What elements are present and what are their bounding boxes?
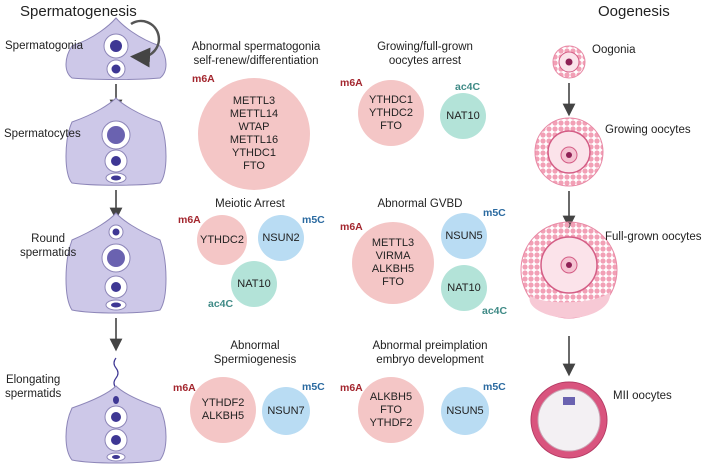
panel3-m6a-circle: YTHDC2 [197,215,247,265]
panel3-title: Meiotic Arrest [215,198,285,210]
panel5-title: Abnormal Spermiogenesis [213,340,297,366]
panel6-m5c-tag: m5C [483,381,506,393]
panel3-m6a-tag: m6A [178,214,201,226]
elongating-spermatids-cell [65,357,167,464]
stage-label-mii-oocytes: MII oocytes [613,390,672,402]
panel4-m6a-tag: m6A [340,221,363,233]
stage-label-spermatogonia: Spermatogonia [5,40,83,52]
panel4-m6a-circle: METTL3 VIRMA ALKBH5 FTO [352,222,434,304]
panel2-m6a-tag: m6A [340,77,363,89]
panel1-title: Abnormal spermatogonia self-renew/differ… [191,41,321,67]
stage-label-elongating-spermatids: Elongating spermatids [5,374,62,400]
full-grown-oocytes-cell [520,221,618,319]
stage-label-oogonia: Oogonia [592,44,636,56]
stage-label-spermatocytes: Spermatocytes [4,128,81,140]
panel4-m5c-tag: m5C [483,207,506,219]
panel4-ac4c-tag: ac4C [482,305,508,317]
panel2-ac4c-tag: ac4C [455,81,481,93]
panel5-m6a-circle: YTHDF2 ALKBH5 [190,377,256,443]
panel3-m5c-circle: NSUN2 [258,215,304,261]
stage-label-full-grown-oocytes: Full-grown oocytes [605,231,702,243]
oogenesis-header: Oogenesis [598,3,670,20]
panel1-m6a-tag: m6A [192,73,215,85]
panel4-m5c-circle: NSUN5 [441,213,487,259]
panel6-title: Abnormal preimplation embryo development [372,340,488,366]
panel2-m6a-circle: YTHDC1 YTHDC2 FTO [358,80,424,146]
panel2-title: Growing/full-grown oocytes arrest [377,41,473,67]
panel5-m5c-tag: m5C [302,381,325,393]
panel3-ac4c-tag: ac4C [208,298,234,310]
panel6-m6a-tag: m6A [340,382,363,394]
panel2-ac4c-circle: NAT10 [440,93,486,139]
oogonia-cell [552,45,586,79]
panel5-m6a-tag: m6A [173,382,196,394]
stage-label-round-spermatids: Round spermatids [20,233,77,259]
panel3-ac4c-circle: NAT10 [231,261,277,307]
stage-label-growing-oocytes: Growing oocytes [605,124,691,136]
panel1-m6a-circle: METTL3 METTL14 WTAP METTL16 YTHDC1 FTO [198,78,310,190]
panel3-m5c-tag: m5C [302,214,325,226]
panel4-title: Abnormal GVBD [377,198,463,210]
growing-oocytes-cell [534,117,604,187]
panel5-m5c-circle: NSUN7 [262,387,310,435]
mii-oocytes-cell [530,381,608,459]
round-spermatids-cell [65,212,167,314]
panel4-ac4c-circle: NAT10 [441,265,487,311]
spermatocytes-cell [65,97,167,186]
spermatogonia-cell [65,17,167,80]
panel6-m6a-circle: ALKBH5 FTO YTHDF2 [358,377,424,443]
spermatogenesis-header: Spermatogenesis [20,3,137,20]
panel6-m5c-circle: NSUN5 [441,387,489,435]
